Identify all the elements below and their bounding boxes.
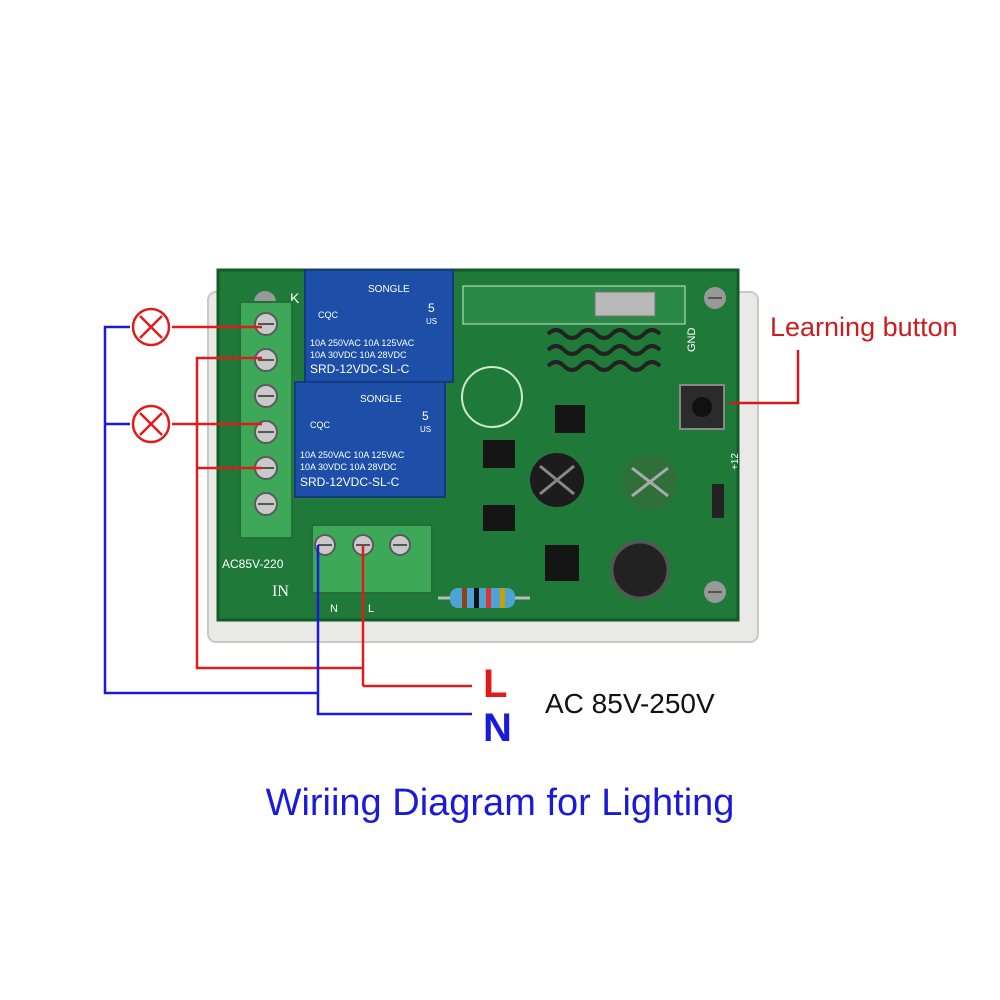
capacitor-outline	[461, 366, 523, 428]
inductor	[610, 540, 670, 600]
gnd-label: GND	[686, 328, 698, 353]
learning-button-pointer	[730, 350, 800, 405]
svg-text:10A 250VAC 10A 125VAC: 10A 250VAC 10A 125VAC	[310, 338, 415, 348]
lamp-icon	[131, 307, 171, 347]
electrolytic-capacitors	[530, 453, 678, 510]
plus12-label: +12	[730, 453, 741, 470]
relay-1: SONGLE CQC 5 US 10A 250VAC 10A 125VAC 10…	[304, 269, 454, 383]
svg-text:5: 5	[422, 409, 429, 423]
rf-receiver-module	[462, 285, 686, 372]
svg-text:CQC: CQC	[318, 310, 339, 320]
input-voltage-label: AC85V-220	[222, 557, 284, 571]
resistor	[438, 588, 530, 608]
line-label: L	[483, 662, 508, 706]
lamp-icon	[131, 404, 171, 444]
svg-text:SRD-12VDC-SL-C: SRD-12VDC-SL-C	[300, 475, 400, 489]
pcb-k-label: K	[290, 290, 300, 306]
svg-text:SRD-12VDC-SL-C: SRD-12VDC-SL-C	[310, 362, 410, 376]
svg-text:CQC: CQC	[310, 420, 331, 430]
ic-chips	[483, 405, 585, 581]
input-terminal-l-label: L	[368, 603, 374, 615]
supply-voltage-label: AC 85V-250V	[545, 688, 715, 719]
neutral-wires	[103, 325, 472, 716]
learning-button	[679, 384, 725, 430]
svg-text:SONGLE: SONGLE	[360, 394, 402, 405]
diode	[712, 484, 724, 518]
input-terminal-block	[311, 524, 433, 594]
svg-text:5: 5	[428, 301, 435, 315]
svg-text:US: US	[426, 317, 437, 326]
output-terminal-block	[239, 301, 293, 539]
line-wires	[172, 325, 472, 688]
svg-text:US: US	[420, 425, 431, 434]
svg-text:SONGLE: SONGLE	[368, 284, 410, 295]
input-in-label: IN	[272, 583, 289, 600]
diagram-title: Wiriing Diagram for Lighting	[265, 782, 735, 824]
svg-text:10A 250VAC 10A 125VAC: 10A 250VAC 10A 125VAC	[300, 450, 405, 460]
svg-text:10A 30VDC 10A 28VDC: 10A 30VDC 10A 28VDC	[310, 350, 407, 360]
input-terminal-n-label: N	[330, 603, 338, 615]
learning-button-label: Learning button	[770, 312, 958, 342]
relay-2: SONGLE CQC 5 US 10A 250VAC 10A 125VAC 10…	[294, 381, 446, 498]
svg-text:10A 30VDC 10A 28VDC: 10A 30VDC 10A 28VDC	[300, 462, 397, 472]
neutral-label: N	[483, 706, 512, 750]
